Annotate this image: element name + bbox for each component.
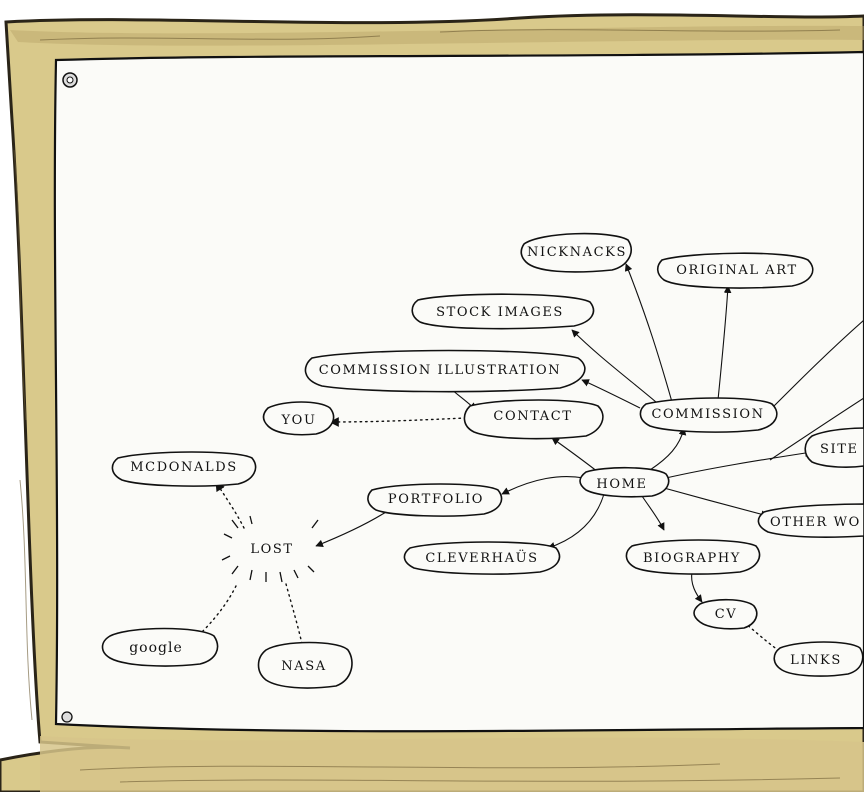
edge-commission-offscreen [769, 319, 864, 411]
node-other-works[interactable]: OTHER WO [757, 503, 864, 538]
wood-grain [13, 29, 841, 783]
node-cleverhaus[interactable]: CLEVERHAÜS [403, 541, 561, 575]
node-google[interactable]: google [101, 627, 219, 667]
sitemap-edges [315, 263, 864, 603]
pin-bottom-left-icon [61, 711, 73, 723]
label-stock-images: STOCK IMAGES [436, 305, 564, 320]
edge-home-portfolio [501, 476, 585, 495]
label-you: YOU [281, 413, 317, 428]
node-commission[interactable]: COMMISSION [639, 397, 778, 433]
label-cleverhaus: CLEVERHAÜS [425, 549, 538, 566]
lost-burst-icon [221, 515, 319, 583]
node-lost[interactable]: LOST [250, 542, 293, 557]
node-stock-images[interactable]: STOCK IMAGES [411, 293, 595, 330]
edge-home-commission [649, 427, 687, 471]
node-nasa[interactable]: NASA [257, 641, 353, 689]
edge-biography-cv [691, 571, 703, 603]
edge-home-contact [551, 437, 599, 473]
node-mcdonalds[interactable]: MCDONALDS [111, 451, 257, 487]
node-contact[interactable]: CONTACT [463, 399, 604, 440]
edge-home-site [665, 449, 813, 479]
edge-contact-you [329, 417, 467, 427]
edge-home-cleverhaus [547, 493, 605, 550]
edge-home-biography [641, 495, 665, 531]
label-other-works: OTHER WO [770, 515, 861, 530]
label-nicknacks: NICKNACKS [527, 245, 627, 260]
label-links: LINKS [790, 653, 842, 668]
node-biography[interactable]: BIOGRAPHY [625, 539, 761, 575]
node-cv[interactable]: CV [693, 598, 758, 630]
label-contact: CONTACT [493, 409, 572, 424]
label-original-art: ORIGINAL ART [676, 263, 797, 278]
node-original-art[interactable]: ORIGINAL ART [656, 252, 814, 289]
label-mcdonalds: MCDONALDS [130, 460, 237, 475]
label-nasa: NASA [281, 659, 326, 674]
label-commission: COMMISSION [651, 407, 764, 422]
node-portfolio[interactable]: PORTFOLIO [367, 483, 503, 517]
edge-portfolio-lost [315, 511, 387, 548]
label-google: google [129, 640, 183, 656]
edge-lost-nasa [285, 583, 303, 645]
frame-bottom [40, 736, 864, 792]
node-commission-illustration[interactable]: COMMISSION ILLUSTRATION [304, 349, 586, 393]
pin-top-left-icon [62, 72, 78, 88]
label-home: HOME [596, 477, 647, 492]
edge-home-other [663, 487, 769, 518]
label-lost: LOST [250, 542, 293, 557]
edge-commission-nicknacks [624, 263, 673, 403]
node-home[interactable]: HOME [579, 466, 670, 498]
edge-commission-stock [571, 329, 657, 403]
node-site[interactable]: SITE [804, 427, 864, 468]
label-biography: BIOGRAPHY [643, 551, 741, 566]
label-portfolio: PORTFOLIO [388, 492, 484, 507]
label-cv: CV [715, 607, 738, 622]
label-site: SITE [820, 442, 859, 457]
edge-commission-original [717, 285, 732, 401]
label-commission-illustration: COMMISSION ILLUSTRATION [319, 363, 562, 378]
node-nicknacks[interactable]: NICKNACKS [520, 232, 632, 273]
node-you[interactable]: YOU [262, 401, 335, 436]
edge-commission-illustration [581, 379, 641, 409]
edge-home-offscreen [769, 397, 864, 461]
node-links[interactable]: LINKS [773, 641, 864, 677]
